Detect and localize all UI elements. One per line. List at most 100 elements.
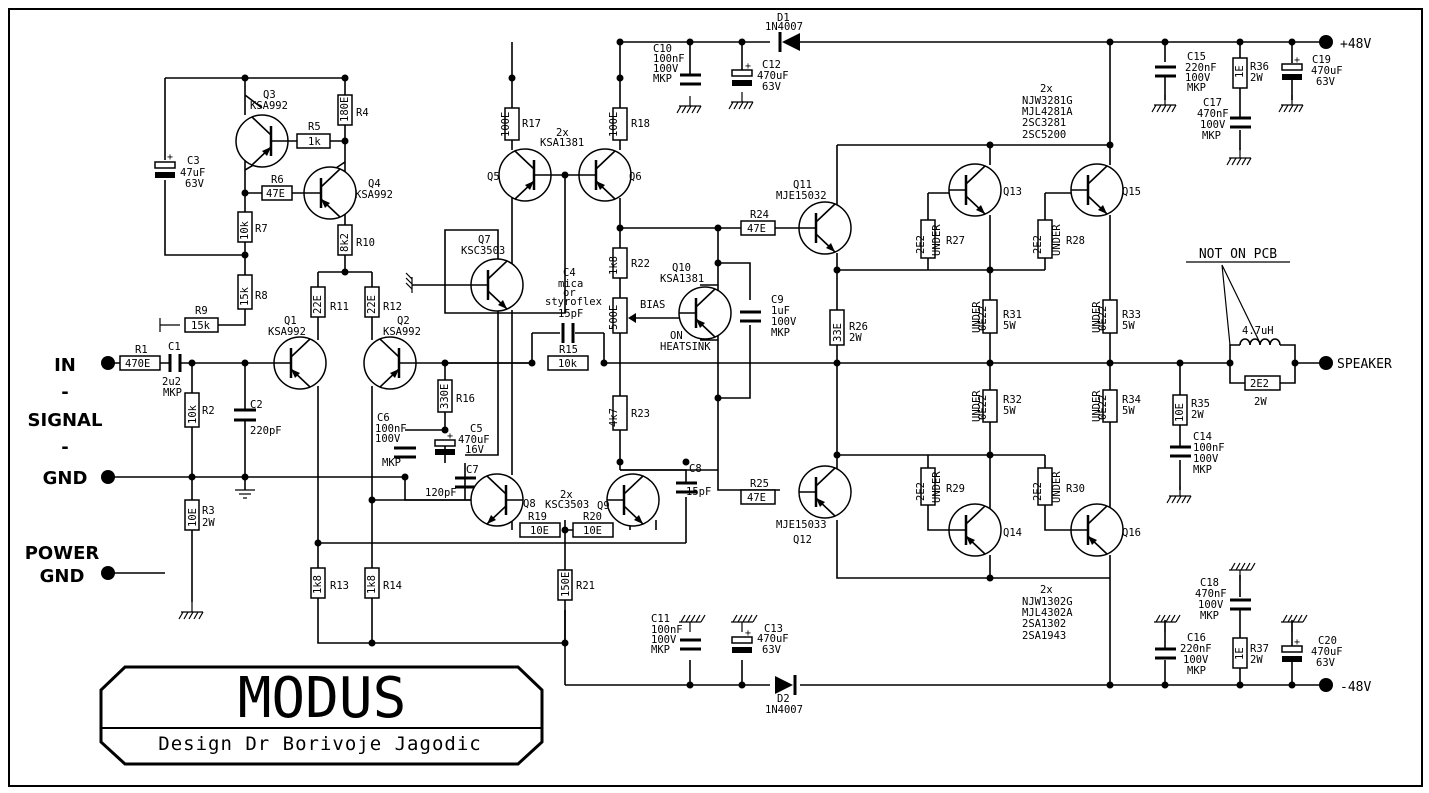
r10-ref: R10	[356, 237, 375, 249]
r18-body	[612, 107, 628, 141]
r25-value: 47E	[747, 492, 766, 504]
r33-value2: UNDER	[1091, 301, 1103, 333]
r10-value: 8k2	[339, 233, 351, 252]
rl-value: 2E2	[1250, 378, 1269, 390]
r8-ref: R8	[255, 290, 268, 302]
r34-body	[1102, 389, 1118, 423]
r33-value: 0E22	[1097, 306, 1109, 331]
in-terminal[interactable]	[101, 356, 115, 370]
q7-symbol	[469, 257, 525, 313]
r15-body	[547, 355, 589, 371]
r32-value3: 5W	[1003, 405, 1016, 417]
r14-body	[364, 567, 380, 599]
speaker-terminal[interactable]	[1319, 356, 1333, 370]
gnd-terminal[interactable]	[101, 470, 115, 484]
r35-value: 10E	[1174, 403, 1186, 422]
q15-ref: Q15	[1122, 186, 1141, 198]
c17-ref: C17	[1203, 97, 1222, 109]
r32-ref: R32	[1003, 394, 1022, 406]
r32-value2: UNDER	[971, 390, 983, 422]
r27-body	[920, 219, 936, 259]
c14-ref: C14	[1193, 431, 1212, 443]
bias-value: 500E	[608, 305, 620, 330]
r15-ref: R15	[559, 344, 578, 356]
r16-ref: R16	[456, 393, 475, 405]
c20-value2: 63V	[1316, 657, 1336, 669]
r6-body	[261, 185, 293, 201]
npn-count: 2x	[1040, 83, 1053, 95]
r12-body	[364, 286, 380, 318]
r9-body	[184, 317, 219, 333]
vplus-terminal[interactable]	[1319, 35, 1333, 49]
signal-label: SIGNAL	[28, 410, 103, 431]
q12-ref: Q12	[793, 534, 812, 546]
r15-value: 10k	[558, 358, 578, 370]
c8-ref: C8	[689, 463, 702, 475]
r16-value: 330E	[439, 384, 451, 409]
c11-value3: MKP	[651, 644, 670, 656]
r26-value: 33E	[832, 323, 844, 342]
r28-value2: UNDER	[1051, 224, 1063, 256]
c12-value2: 63V	[762, 81, 782, 93]
c19-ref: C19	[1312, 54, 1331, 66]
c11-value: 100nF	[651, 624, 683, 636]
c9-value3: MKP	[771, 327, 790, 339]
q89-count: 2x	[560, 489, 573, 501]
r28-ref: R28	[1066, 235, 1085, 247]
r34-value: 0E22	[1097, 395, 1109, 420]
c16-value: 220nF	[1180, 643, 1212, 655]
q1-part: KSA992	[268, 326, 306, 338]
r26-body	[829, 309, 845, 346]
c17-value: 470nF	[1197, 108, 1229, 120]
q4-part: KSA992	[355, 189, 393, 201]
r9-value: 15k	[191, 320, 211, 332]
r23-body	[612, 395, 628, 431]
vminus-terminal[interactable]	[1319, 678, 1333, 692]
q8-symbol	[469, 472, 525, 528]
r36-body	[1232, 57, 1248, 89]
r1-ref: R1	[135, 344, 148, 356]
c19-value2: 63V	[1316, 76, 1336, 88]
r19-ref: R19	[528, 511, 547, 523]
r35-body	[1172, 394, 1188, 426]
r28-body	[1037, 219, 1053, 259]
c10-value2: 100V	[653, 63, 679, 75]
c5-ref: C5	[470, 423, 483, 435]
r34-value3: 5W	[1122, 405, 1135, 417]
bias-body	[612, 297, 628, 334]
q10-symbol	[677, 285, 733, 341]
q2-symbol	[362, 335, 418, 391]
r5-body	[296, 133, 331, 149]
power-gnd-terminal[interactable]	[101, 566, 115, 580]
q4-ref: Q4	[368, 178, 381, 190]
r4-ref: R4	[356, 107, 369, 119]
c10-value3: MKP	[653, 73, 672, 85]
r21-ref: R21	[576, 580, 595, 592]
c3-ref: C3	[187, 155, 200, 167]
gnd-label: GND	[43, 468, 88, 489]
c7-value: 120pF	[425, 487, 457, 499]
inductor-l1	[1239, 338, 1281, 346]
q89-part: KSC3503	[545, 499, 589, 511]
r30-value: 2E2	[1032, 482, 1044, 501]
d2-ref: D2	[777, 693, 790, 705]
r32-body	[982, 389, 998, 423]
c16-value2: 100V	[1183, 654, 1209, 666]
q5-ref: Q5	[487, 171, 500, 183]
c4-ref: C4	[563, 267, 576, 279]
q2-part: KSA992	[383, 326, 421, 338]
c10-ref: C10	[653, 43, 672, 55]
r25-ref: R25	[750, 478, 769, 490]
r23-value: 4k7	[608, 408, 620, 427]
r31-value3: 5W	[1003, 320, 1016, 332]
c16-value3: MKP	[1187, 665, 1206, 677]
terminals: IN - SIGNAL - GND POWER GND +48V -48V SP…	[25, 35, 1392, 695]
q9-ref: Q9	[597, 500, 610, 512]
q13-ref: Q13	[1003, 186, 1022, 198]
r27-value2: UNDER	[931, 224, 943, 256]
r37-value: 1E	[1234, 647, 1246, 660]
r13-value: 1k8	[312, 575, 324, 594]
q56-count: 2x	[556, 127, 569, 139]
r37-body	[1232, 637, 1248, 669]
